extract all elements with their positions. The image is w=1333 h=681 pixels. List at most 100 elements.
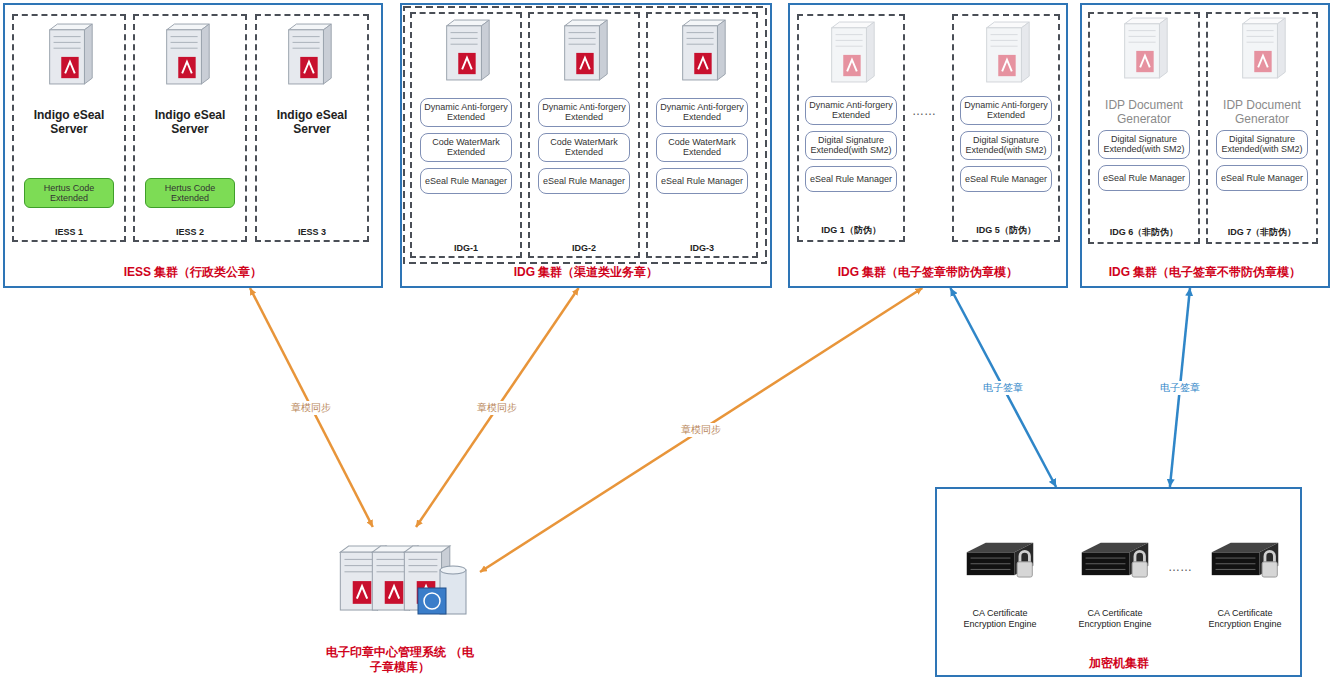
module-box: Hertus Code Extended: [145, 178, 235, 208]
module-box: Digital Signature Extended(with SM2): [1216, 130, 1308, 159]
module-box: Dynamic Anti-forgery Extended: [538, 98, 630, 127]
system-node: 电子印章中心管理系统 （电子章模库）: [320, 527, 480, 677]
edge-label: 章模同步: [475, 401, 519, 415]
module-box: eSeal Rule Manager: [1216, 165, 1308, 191]
node-label: IESS 1: [16, 227, 122, 237]
module-box: Digital Signature Extended(with SM2): [1098, 130, 1190, 159]
module-label: Digital Signature Extended(with SM2): [1220, 134, 1304, 155]
server-box: IDP Document GeneratorIDG 6（非防伪） Digital …: [1088, 12, 1200, 244]
module-label: Dynamic Anti-forgery Extended: [964, 100, 1048, 121]
module-box: Code WaterMark Extended: [656, 133, 748, 162]
group-title: 电子印章中心管理系统 （电子章模库）: [322, 645, 478, 675]
node-label: IESS 3: [259, 227, 365, 237]
node-label: Indigo eSeal Server: [259, 108, 365, 137]
node-label: IDG-2: [532, 243, 636, 253]
node-label: CA Certificate Encryption Engine: [952, 608, 1048, 630]
connector: [480, 288, 922, 572]
connector: [250, 288, 373, 527]
server-box: IDG 5（防伪） Dynamic Anti-forgery ExtendedDi…: [952, 14, 1060, 242]
connector: [950, 288, 1056, 487]
ellipsis-label: ……: [912, 104, 936, 118]
module-box: eSeal Rule Manager: [538, 168, 630, 194]
node-label: IDG 7（非防伪）: [1210, 226, 1314, 239]
group-title: IESS 集群（行政类公章）: [7, 265, 379, 280]
management-server-icon: [340, 546, 466, 614]
node-label: IDP Document Generator: [1092, 98, 1196, 127]
module-label: Code WaterMark Extended: [424, 137, 508, 158]
module-box: eSeal Rule Manager: [960, 166, 1052, 192]
edge-label: 章模同步: [679, 423, 723, 437]
dashed-group: [404, 7, 766, 263]
module-box: eSeal Rule Manager: [656, 168, 748, 194]
module-box: Dynamic Anti-forgery Extended: [420, 98, 512, 127]
edge-label: 电子签章: [981, 381, 1025, 395]
node-label: IDP Document Generator: [1210, 98, 1314, 127]
node-label: IDG 1（防伪）: [801, 224, 901, 237]
module-label: eSeal Rule Manager: [810, 174, 892, 184]
group-title: IDG 集群（电子签章不带防伪章模）: [1084, 265, 1326, 280]
hsm-node: CA Certificate Encryption Engine: [1065, 530, 1165, 630]
server-box: IDP Document GeneratorIDG 7（非防伪） Digital …: [1206, 12, 1318, 244]
node-label: IDG 6（非防伪）: [1092, 226, 1196, 239]
node-label: CA Certificate Encryption Engine: [1197, 608, 1293, 630]
server-box: Indigo eSeal ServerIESS 3: [255, 14, 369, 242]
node-label: IDG-1: [414, 243, 518, 253]
module-box: Code WaterMark Extended: [538, 133, 630, 162]
server-box: IDG-3 Dynamic Anti-forgery ExtendedCode W…: [646, 12, 758, 258]
module-box: eSeal Rule Manager: [805, 166, 897, 192]
module-box: Hertus Code Extended: [24, 178, 114, 208]
server-box: Indigo eSeal ServerIESS 2 Hertus Code Ext…: [133, 14, 247, 242]
module-label: eSeal Rule Manager: [543, 176, 625, 186]
module-label: Hertus Code Extended: [149, 183, 231, 204]
module-label: Digital Signature Extended(with SM2): [1102, 134, 1186, 155]
node-label: Indigo eSeal Server: [16, 108, 122, 137]
module-box: eSeal Rule Manager: [420, 168, 512, 194]
hsm-icons: [967, 543, 1279, 577]
module-label: Code WaterMark Extended: [660, 137, 744, 158]
node-label: IDG 5（防伪）: [956, 224, 1056, 237]
ellipsis-label: ……: [1168, 560, 1192, 574]
module-box: eSeal Rule Manager: [1098, 165, 1190, 191]
module-label: eSeal Rule Manager: [425, 176, 507, 186]
node-label: IESS 2: [137, 227, 243, 237]
module-box: Dynamic Anti-forgery Extended: [805, 96, 897, 125]
module-label: Dynamic Anti-forgery Extended: [424, 102, 508, 123]
module-box: Dynamic Anti-forgery Extended: [960, 96, 1052, 125]
cluster-box: IDG 集群（渠道类业务章） IDG-1 Dynamic Anti-forgery …: [400, 3, 772, 288]
cluster-box: IDG 集群（电子签章不带防伪章模） IDP Document Generator…: [1080, 3, 1330, 288]
server-box: IDG 1（防伪） Dynamic Anti-forgery ExtendedDi…: [797, 14, 905, 242]
connector: [416, 288, 579, 527]
edge-label: 电子签章: [1158, 381, 1202, 395]
module-box: Dynamic Anti-forgery Extended: [656, 98, 748, 127]
module-label: Dynamic Anti-forgery Extended: [542, 102, 626, 123]
cluster-box: IDG 集群（电子签章带防伪章模） IDG 1（防伪） Dynamic Anti-f…: [788, 3, 1068, 288]
module-label: Hertus Code Extended: [28, 183, 110, 204]
cluster-box: 加密机集群 CA Certificate Encryption Engine CA …: [935, 487, 1302, 677]
node-label: CA Certificate Encryption Engine: [1067, 608, 1163, 630]
module-label: Code WaterMark Extended: [542, 137, 626, 158]
module-label: Digital Signature Extended(with SM2): [809, 135, 893, 156]
hsm-node: CA Certificate Encryption Engine: [950, 530, 1050, 630]
module-box: Digital Signature Extended(with SM2): [960, 131, 1052, 160]
module-label: Digital Signature Extended(with SM2): [964, 135, 1048, 156]
group-title: 加密机集群: [939, 656, 1298, 671]
module-label: Dynamic Anti-forgery Extended: [660, 102, 744, 123]
hsm-node: CA Certificate Encryption Engine: [1195, 530, 1295, 630]
group-title: IDG 集群（渠道类业务章）: [404, 265, 768, 280]
module-box: Digital Signature Extended(with SM2): [805, 131, 897, 160]
group-title: IDG 集群（电子签章带防伪章模）: [792, 265, 1064, 280]
server-icons: [50, 18, 1286, 84]
cluster-box: IESS 集群（行政类公章） Indigo eSeal ServerIESS 1 H…: [3, 3, 383, 288]
module-label: eSeal Rule Manager: [661, 176, 743, 186]
node-label: IDG-3: [650, 243, 754, 253]
server-box: Indigo eSeal ServerIESS 1 Hertus Code Ext…: [12, 14, 126, 242]
node-label: Indigo eSeal Server: [137, 108, 243, 137]
edge-label: 章模同步: [289, 401, 333, 415]
server-box: IDG-1 Dynamic Anti-forgery ExtendedCode W…: [410, 12, 522, 258]
module-label: Dynamic Anti-forgery Extended: [809, 100, 893, 121]
module-label: eSeal Rule Manager: [965, 174, 1047, 184]
module-label: eSeal Rule Manager: [1221, 173, 1303, 183]
server-box: IDG-2 Dynamic Anti-forgery ExtendedCode W…: [528, 12, 640, 258]
module-label: eSeal Rule Manager: [1103, 173, 1185, 183]
module-box: Code WaterMark Extended: [420, 133, 512, 162]
